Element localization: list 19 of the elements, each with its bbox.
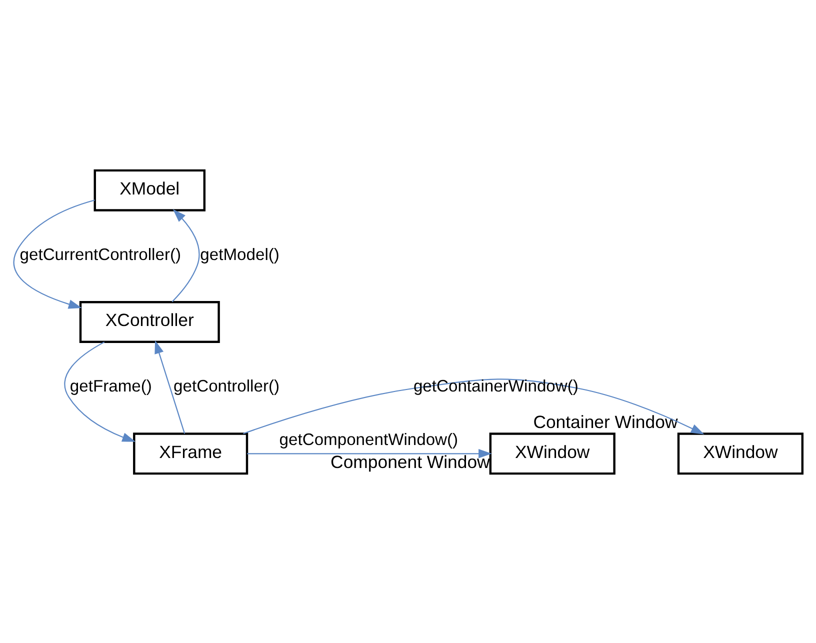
arrow bbox=[13, 199, 95, 308]
node-box: XController bbox=[79, 300, 220, 343]
node-label: Component Window bbox=[330, 451, 490, 472]
arrow bbox=[247, 448, 492, 458]
node-box: XModel bbox=[94, 168, 206, 211]
edge-label: getContainerWindow() bbox=[413, 376, 578, 396]
edge-label: getController() bbox=[174, 376, 280, 396]
node-box: XFrame bbox=[133, 432, 248, 474]
arrow bbox=[243, 378, 704, 434]
arrow bbox=[154, 340, 186, 434]
edge-label: getModel() bbox=[200, 244, 280, 264]
edge-label: getComponentWindow() bbox=[279, 429, 458, 448]
edge-label: getFrame() bbox=[70, 376, 152, 396]
node-label: Container Window bbox=[533, 411, 678, 432]
arrow bbox=[64, 341, 136, 442]
node-box: XWindow bbox=[677, 432, 804, 474]
node-box: XWindow bbox=[489, 432, 616, 474]
arrow bbox=[172, 208, 200, 302]
edge-label: getCurrentController() bbox=[20, 244, 182, 264]
